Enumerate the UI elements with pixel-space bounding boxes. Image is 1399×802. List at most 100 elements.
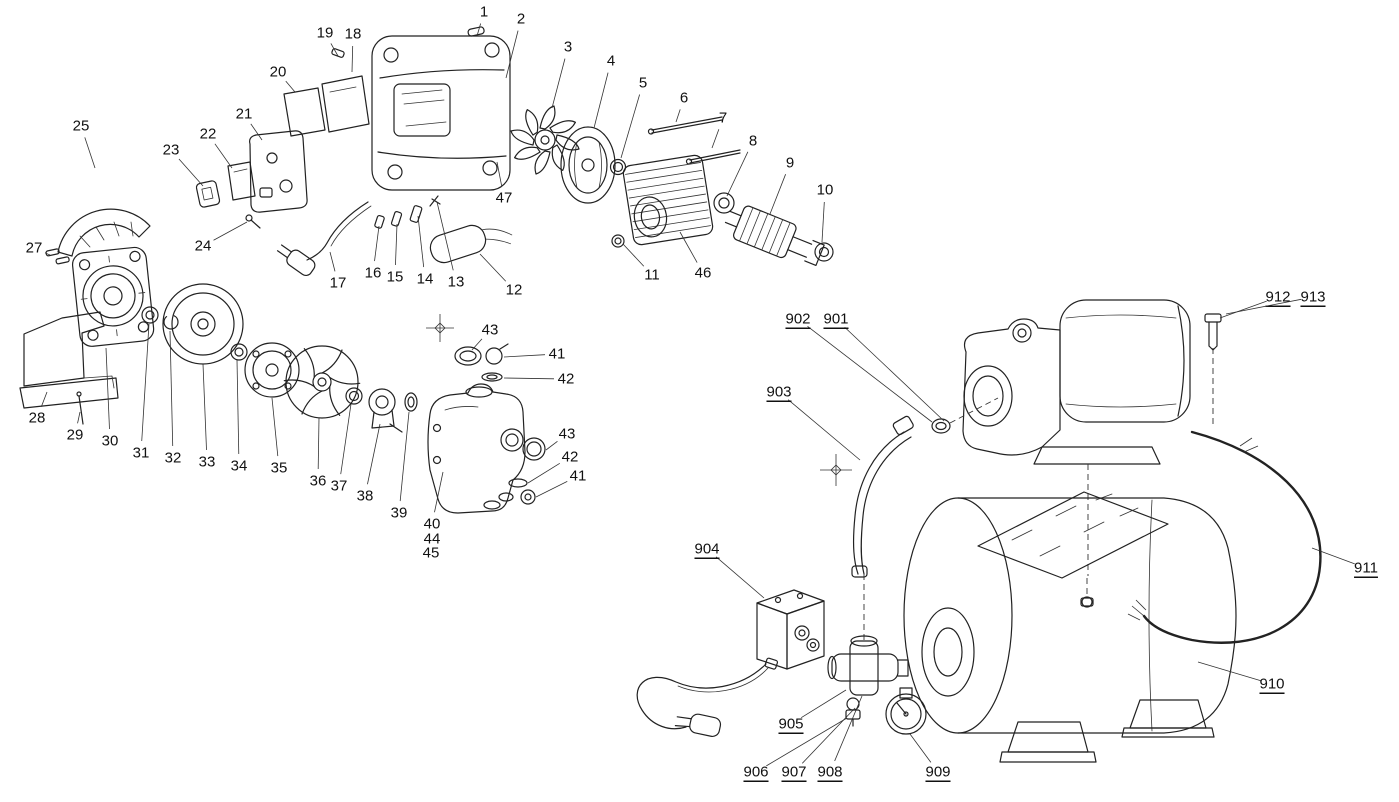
part-label-13: 13 — [448, 274, 465, 291]
leader-line-8 — [726, 151, 749, 197]
part-label-14: 14 — [417, 271, 434, 288]
tie-rods-6-7 — [647, 116, 741, 165]
part-label-902: 902 — [785, 311, 810, 328]
leader-line-909 — [909, 733, 932, 763]
part-label-906: 906 — [743, 764, 768, 781]
part-label-913: 913 — [1300, 289, 1325, 306]
leader-line-40 — [434, 471, 444, 513]
stator — [622, 154, 714, 246]
power-cord-switch — [636, 663, 769, 738]
drain-plug-906-908 — [845, 697, 861, 727]
leader-line-908 — [834, 695, 863, 762]
washer-42b — [508, 478, 528, 488]
cable-911 — [1127, 430, 1322, 644]
part-label-38: 38 — [357, 488, 374, 505]
power-cord-17 — [276, 201, 372, 277]
o-ring-5 — [609, 158, 627, 176]
leader-line-911 — [1311, 547, 1355, 565]
leader-line-12 — [479, 253, 507, 282]
part-label-903: 903 — [766, 384, 791, 401]
part-label-35: 35 — [271, 460, 288, 477]
part-label-11: 11 — [644, 267, 660, 284]
leader-line-37 — [340, 403, 352, 475]
leader-line-47 — [496, 161, 503, 187]
leader-line-25 — [84, 137, 96, 169]
pressure-switch-904 — [756, 589, 825, 670]
leader-line-28 — [40, 391, 48, 407]
part-label-28: 28 — [29, 410, 46, 427]
leader-line-36 — [317, 417, 320, 470]
part-label-36: 36 — [310, 473, 327, 490]
leader-line-23 — [178, 158, 204, 187]
seal-plate-35 — [244, 342, 300, 398]
part-label-42: 42 — [562, 449, 579, 466]
fan — [510, 105, 580, 175]
nut-11 — [611, 234, 625, 248]
terminal-parts-13-16 — [374, 195, 441, 229]
leader-line-24 — [213, 221, 248, 241]
bracket-plate-18 — [321, 75, 370, 133]
leader-line-905 — [800, 689, 847, 719]
part-label-21: 21 — [236, 106, 253, 123]
terminal-box-21 — [249, 130, 308, 213]
leader-line-14 — [417, 215, 425, 268]
handle-25 — [57, 208, 151, 257]
part-label-46: 46 — [695, 265, 712, 282]
bearing-8 — [713, 192, 735, 214]
datum-cross-left — [426, 314, 454, 342]
leader-line-11 — [622, 243, 645, 267]
capacitor-12 — [429, 224, 513, 264]
leader-line-38 — [367, 423, 381, 485]
diffuser-38 — [368, 388, 403, 433]
leader-line-43 — [471, 338, 483, 351]
leader-line-1 — [476, 23, 482, 37]
leader-line-904 — [715, 556, 765, 599]
leader-line-19 — [330, 43, 339, 57]
leader-line-16 — [374, 225, 380, 262]
leader-line-7 — [711, 129, 720, 149]
plug-41b — [520, 489, 536, 505]
leader-line-41 — [503, 354, 546, 358]
fan-cover — [560, 126, 616, 204]
part-label-17: 17 — [330, 275, 347, 292]
leader-line-29 — [77, 411, 81, 424]
part-label-34: 34 — [231, 458, 248, 475]
insert-23 — [195, 180, 221, 208]
tank-platform — [977, 491, 1169, 608]
leader-line-3 — [551, 58, 566, 109]
part-label-22: 22 — [200, 126, 217, 143]
gauge-909 — [885, 687, 927, 735]
motor-housing — [371, 26, 511, 191]
part-label-41: 41 — [570, 468, 587, 485]
part-label-33: 33 — [199, 454, 216, 471]
leader-line-27 — [44, 252, 51, 256]
leader-line-41 — [535, 481, 568, 498]
part-label-42: 42 — [558, 371, 575, 388]
bracket-28 — [19, 311, 119, 409]
assembly-axis-lines — [863, 348, 1214, 640]
leader-line-903 — [787, 399, 861, 461]
part-label-27: 27 — [26, 240, 43, 257]
part-label-908: 908 — [817, 764, 842, 781]
assembled-pump — [962, 299, 1191, 465]
part-label-23: 23 — [163, 142, 180, 159]
leader-line-15 — [395, 223, 398, 266]
leader-line-906 — [766, 717, 848, 767]
part-label-1: 1 — [480, 4, 488, 21]
leader-line-902 — [807, 325, 933, 423]
leader-line-43 — [545, 440, 558, 451]
screws-27 — [45, 248, 70, 265]
impeller-36 — [283, 345, 361, 419]
leader-line-9 — [769, 174, 786, 215]
ring-43b — [522, 437, 546, 461]
tank-feet — [999, 699, 1215, 763]
o-ring-39 — [404, 392, 418, 412]
part-label-39: 39 — [391, 505, 408, 522]
part-label-907: 907 — [781, 764, 806, 781]
seal-housing-30 — [71, 246, 155, 347]
part-label-901: 901 — [823, 311, 848, 328]
part-label-31: 31 — [133, 445, 150, 462]
